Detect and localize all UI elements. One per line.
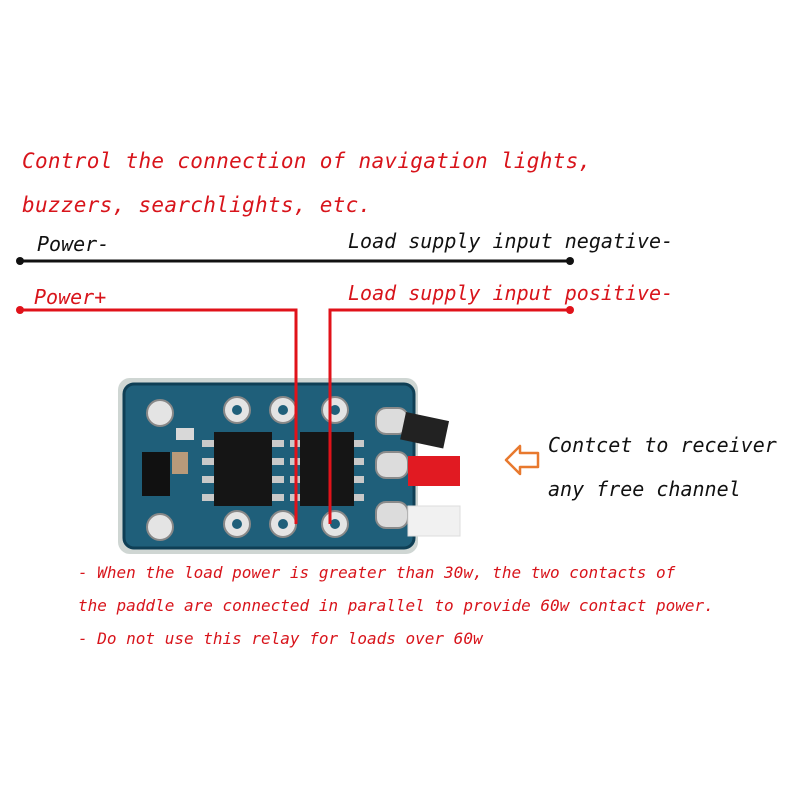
chip-right — [300, 432, 354, 506]
transistor — [142, 452, 170, 496]
power-negative-wire — [16, 257, 574, 265]
note-line-1: - When the load power is greater than 30… — [78, 563, 676, 582]
load-negative-label: Load supply input negative- — [348, 229, 674, 253]
left-arrow-icon — [504, 444, 540, 476]
relay-module — [118, 378, 461, 554]
chip-left — [214, 432, 272, 506]
capacitor — [172, 452, 188, 474]
power-positive-label: Power+ — [34, 285, 107, 309]
power-positive-wire — [20, 308, 570, 524]
heading-line-2: buzzers, searchlights, etc. — [22, 193, 372, 217]
receiver-note-line-2: any free channel — [548, 477, 741, 501]
heading-line-1: Control the connection of navigation lig… — [22, 149, 592, 173]
load-positive-label: Load supply input positive- — [348, 281, 674, 305]
note-line-2: the paddle are connected in parallel to … — [78, 596, 714, 615]
note-line-3: - Do not use this relay for loads over 6… — [78, 629, 483, 648]
receiver-note-line-1: Contcet to receiver — [548, 433, 777, 457]
power-negative-label: Power- — [37, 232, 110, 256]
